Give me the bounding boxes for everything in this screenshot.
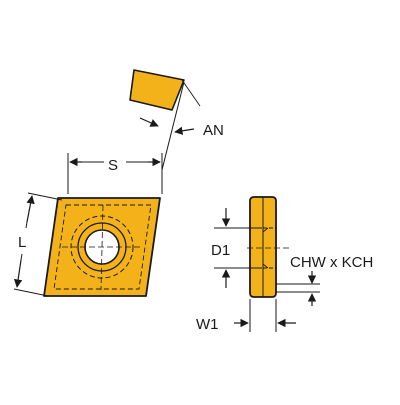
l-dimension: L (13, 192, 63, 297)
label-an: AN (203, 122, 224, 139)
label-chamfer: CHW x KCH (290, 254, 373, 271)
d1-dimension: D1 (211, 208, 262, 288)
insert-side-view (247, 196, 292, 298)
label-d1: D1 (211, 242, 230, 259)
label-w1: W1 (196, 316, 219, 333)
w1-dimension: W1 (196, 299, 296, 333)
insert-top-view (43, 197, 161, 297)
clearance-profile (129, 69, 185, 111)
label-l: L (18, 234, 26, 251)
chamfer-dimension: CHW x KCH (276, 254, 373, 306)
clearance-angle-dimension: AN (139, 79, 224, 171)
s-dimension: S (67, 153, 163, 194)
label-s: S (108, 157, 118, 174)
